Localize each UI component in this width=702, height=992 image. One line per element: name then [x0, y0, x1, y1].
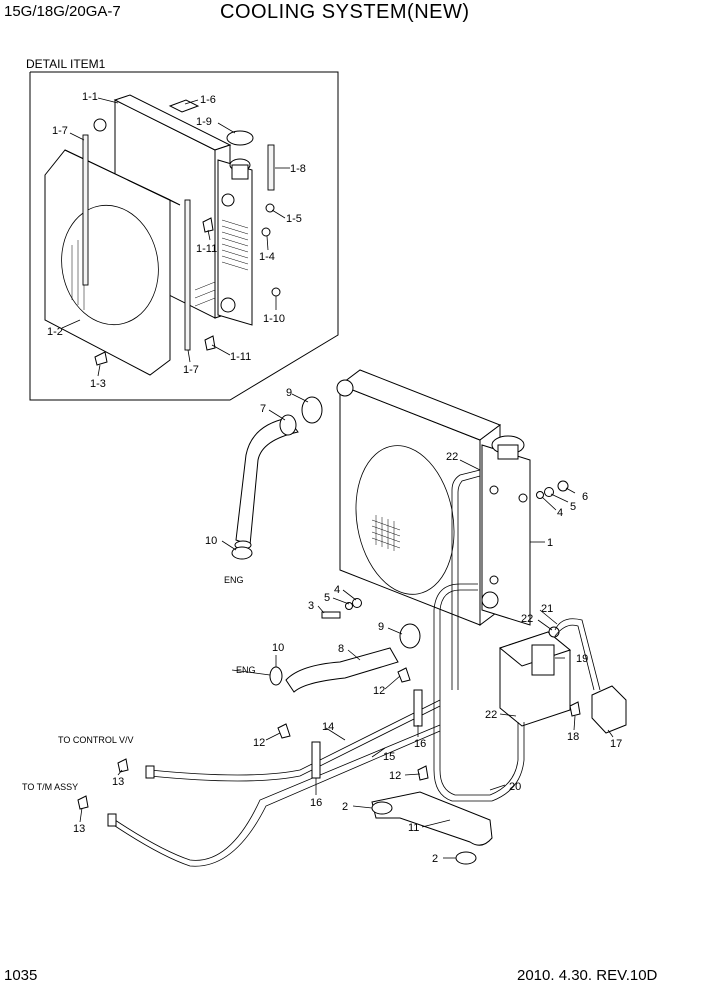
transmission-note: TO T/M ASSY	[22, 782, 78, 792]
callout-9-upper: 9	[286, 387, 292, 399]
callout-9-lower: 9	[378, 621, 384, 633]
callout-11: 11	[408, 822, 419, 834]
callout-10-upper: 10	[205, 535, 217, 547]
tank-bracket	[591, 685, 627, 734]
callout-16-upper: 16	[414, 738, 426, 750]
upper-hose	[235, 417, 299, 546]
hydraulic-line-15	[111, 724, 441, 861]
main-leaders	[79, 393, 614, 859]
main-radiator	[336, 369, 531, 626]
callout-1: 1	[547, 537, 553, 549]
callout-1-3: 1-3	[90, 378, 106, 390]
callout-1-11-top: 1-11	[196, 243, 217, 255]
callout-5-left: 5	[324, 592, 330, 604]
callout-1-5: 1-5	[286, 213, 302, 225]
callout-4-right: 4	[557, 507, 563, 519]
callout-13-upper: 13	[112, 776, 124, 788]
callout-5-right: 5	[570, 501, 576, 513]
mount-bracket	[371, 791, 493, 846]
callout-13-lower: 13	[73, 823, 85, 835]
rubber-mount-lower	[455, 851, 477, 865]
callout-21: 21	[541, 603, 553, 615]
lower-clamp	[399, 623, 421, 649]
detail-baffle-right	[184, 199, 191, 351]
callout-16-lower: 16	[310, 797, 322, 809]
line-clamp-lower	[311, 741, 321, 779]
callout-1-7-bottom: 1-7	[183, 364, 199, 376]
callout-4-left: 4	[334, 584, 340, 596]
callout-1-9: 1-9	[196, 116, 212, 128]
detail-plate	[168, 99, 200, 113]
callout-1-7-top: 1-7	[52, 125, 68, 137]
line-clamp-upper	[413, 689, 423, 727]
detail-shroud	[44, 149, 181, 376]
callout-7: 7	[260, 403, 266, 415]
reserve-tank	[498, 626, 572, 727]
callout-22-bottom: 22	[485, 709, 497, 721]
rubber-mount-upper	[371, 801, 393, 815]
callout-18: 18	[567, 731, 579, 743]
hydraulic-line-14	[149, 699, 441, 776]
callout-10-lower: 10	[272, 642, 284, 654]
callout-1-1: 1-1	[82, 91, 98, 103]
revision-date: 2010. 4.30. REV.10D	[517, 967, 658, 984]
detail-cap	[226, 130, 254, 146]
callout-1-4: 1-4	[259, 251, 275, 263]
callout-22-top: 22	[446, 451, 458, 463]
callout-6: 6	[582, 491, 588, 503]
callout-15: 15	[383, 751, 395, 763]
callout-12-upper: 12	[373, 685, 385, 697]
callout-2-upper: 2	[342, 801, 348, 813]
upper-clamp	[301, 396, 323, 424]
callout-2-lower: 2	[432, 853, 438, 865]
callout-1-8: 1-8	[290, 163, 306, 175]
drain-hose	[439, 589, 519, 796]
callout-1-11-bottom: 1-11	[230, 351, 251, 363]
callout-20: 20	[509, 781, 521, 793]
callout-12-middle: 12	[253, 737, 265, 749]
callout-19: 19	[576, 653, 588, 665]
callout-22-tank: 22	[521, 613, 533, 625]
callout-1-2: 1-2	[47, 326, 63, 338]
callout-1-6: 1-6	[200, 94, 216, 106]
detail-frame	[29, 71, 339, 401]
detail-baffle-left	[82, 134, 89, 286]
engine-note-upper: ENG	[224, 575, 244, 585]
detail-label: DETAIL ITEM1	[26, 57, 106, 71]
engine-note-lower: ENG	[236, 665, 256, 675]
detail-leaders	[61, 97, 290, 377]
callout-12-lower: 12	[389, 770, 401, 782]
callout-3: 3	[308, 600, 314, 612]
page-number: 1035	[4, 967, 38, 984]
control-valve-note: TO CONTROL V/V	[58, 735, 134, 745]
page-title: COOLING SYSTEM(NEW)	[220, 1, 470, 23]
overflow-hose	[554, 618, 601, 691]
model-code: 15G/18G/20GA-7	[4, 3, 121, 20]
callout-8: 8	[338, 643, 344, 655]
detail-rod	[267, 144, 275, 191]
callout-14: 14	[322, 721, 334, 733]
lower-hose	[285, 647, 399, 693]
callout-17: 17	[610, 738, 622, 750]
callout-1-10: 1-10	[263, 313, 285, 325]
